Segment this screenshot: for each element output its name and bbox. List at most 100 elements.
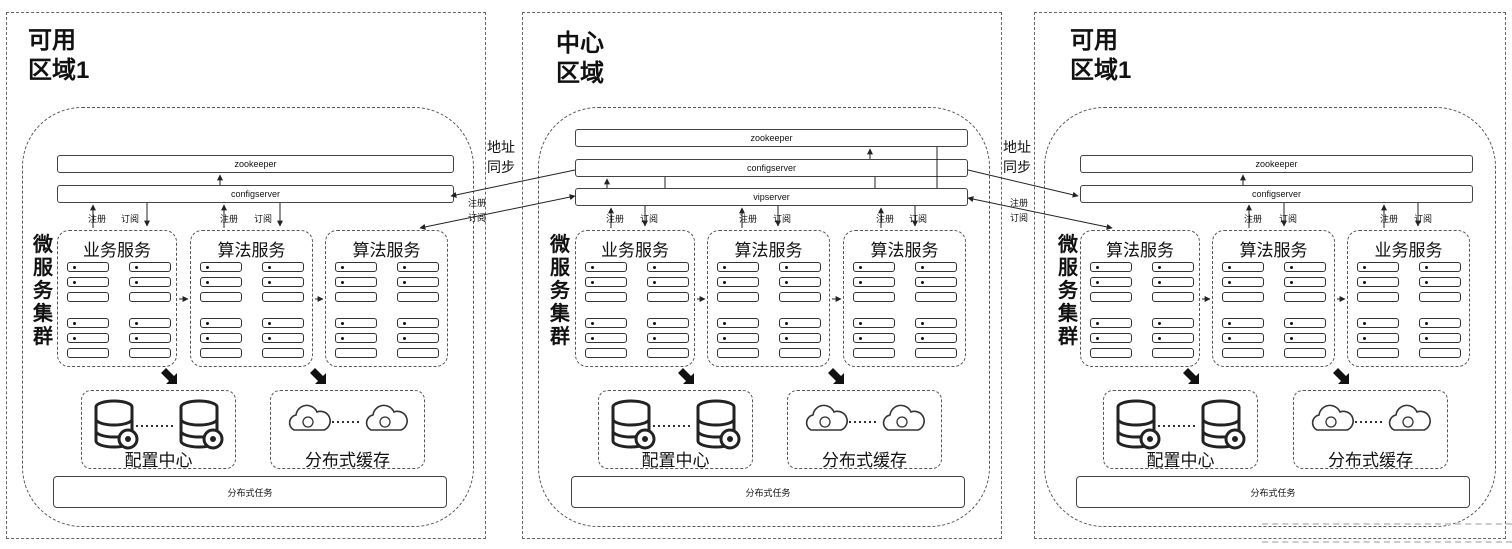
server-rack-icon (129, 333, 171, 343)
zone-right-title: 可用 区域1 (1070, 27, 1132, 84)
zone-center-zookeeper-bar: zookeeper (575, 129, 968, 147)
zone-right-cluster (1044, 107, 1496, 527)
server-rack-icon (335, 292, 377, 302)
server-rack-icon (262, 333, 304, 343)
zone-center-service-3 (843, 230, 966, 367)
server-rack-icon (129, 292, 171, 302)
zone-left-service-2 (190, 230, 313, 367)
zone-left-cluster-label: 微服务集群 (33, 234, 53, 348)
zone-right-service-1 (1080, 230, 1200, 367)
server-rack-icon (1152, 292, 1194, 302)
server-rack-icon (67, 333, 109, 343)
server-rack-icon (853, 277, 895, 287)
sync-label-right: 地址 同步 (1003, 139, 1031, 175)
server-rack-icon (67, 348, 109, 358)
server-rack-icon (585, 333, 627, 343)
server-rack-icon (200, 333, 242, 343)
server-rack-icon (1357, 333, 1399, 343)
server-rack-icon (585, 292, 627, 302)
server-rack-icon (1152, 333, 1194, 343)
server-rack-icon (585, 348, 627, 358)
zone-left-config-center-label: 配置中心 (124, 451, 193, 470)
server-rack-icon (335, 348, 377, 358)
server-rack-icon (335, 277, 377, 287)
server-rack-icon (1419, 333, 1461, 343)
zone-left-zookeeper-bar: zookeeper (57, 155, 454, 173)
server-rack-icon (1090, 333, 1132, 343)
zone-right (1034, 12, 1506, 539)
zone-right-service-3 (1347, 230, 1470, 367)
server-rack-icon (915, 262, 957, 272)
server-rack-icon (262, 262, 304, 272)
zone-right-register-label: 注册 (1244, 214, 1263, 224)
zone-left (6, 12, 486, 539)
zone-left-cluster (22, 107, 474, 527)
zone-left-register-label-2: 注册 (220, 214, 239, 224)
server-rack-icon (585, 277, 627, 287)
server-rack-icon (853, 318, 895, 328)
zone-left-service-2-label: 算法服务 (217, 241, 286, 260)
server-rack-icon (915, 333, 957, 343)
server-rack-icon (1284, 333, 1326, 343)
zone-right-subscribe-label-2: 订阅 (1414, 214, 1433, 224)
server-rack-icon (397, 318, 439, 328)
zone-right-cluster-label: 微服务集群 (1058, 234, 1078, 348)
zone-right-register-label-2: 注册 (1380, 214, 1399, 224)
server-rack-icon (397, 333, 439, 343)
server-rack-icon (335, 333, 377, 343)
server-rack-icon (129, 277, 171, 287)
server-rack-icon (262, 348, 304, 358)
zone-center-service-1 (575, 230, 695, 367)
server-rack-icon (397, 348, 439, 358)
server-rack-icon (200, 262, 242, 272)
server-rack-icon (853, 333, 895, 343)
server-rack-icon (397, 292, 439, 302)
server-rack-icon (1419, 348, 1461, 358)
zone-center-service-3-label: 算法服务 (870, 241, 939, 260)
zone-right-cache-label: 分布式缓存 (1328, 451, 1413, 470)
server-rack-icon (647, 262, 689, 272)
server-rack-icon (1357, 348, 1399, 358)
server-rack-icon (129, 348, 171, 358)
server-rack-icon (717, 348, 759, 358)
zone-left-cache-label: 分布式缓存 (305, 451, 390, 470)
server-rack-icon (200, 318, 242, 328)
server-rack-icon (717, 318, 759, 328)
server-rack-icon (1357, 277, 1399, 287)
server-rack-icon (262, 292, 304, 302)
server-rack-icon (262, 277, 304, 287)
server-rack-icon (779, 318, 821, 328)
server-rack-icon (1357, 318, 1399, 328)
zone-center-configserver-bar: configserver (575, 159, 968, 177)
server-rack-icon (1284, 318, 1326, 328)
server-rack-icon (779, 348, 821, 358)
server-rack-icon (1419, 277, 1461, 287)
zone-center-register-label-3: 注册 (876, 214, 895, 224)
server-rack-icon (779, 262, 821, 272)
cross-subscribe-label-left: 订阅 (468, 213, 487, 223)
zone-center (522, 12, 1002, 539)
cross-register-label-left: 注册 (468, 198, 487, 208)
zone-left-service-1-label: 业务服务 (83, 241, 151, 260)
server-rack-icon (1090, 318, 1132, 328)
zone-right-service-3-label: 业务服务 (1374, 241, 1443, 260)
server-rack-icon (779, 333, 821, 343)
server-rack-icon (67, 262, 109, 272)
server-rack-icon (1090, 277, 1132, 287)
server-rack-icon (915, 292, 957, 302)
server-rack-icon (853, 292, 895, 302)
server-rack-icon (200, 292, 242, 302)
zone-center-subscribe-label: 订阅 (640, 214, 659, 224)
zone-center-cache (787, 390, 942, 469)
dashed-decoration (1262, 519, 1512, 549)
server-rack-icon (1419, 262, 1461, 272)
zone-left-service-3 (325, 230, 448, 367)
zone-right-subscribe-label: 订阅 (1279, 214, 1298, 224)
server-rack-icon (335, 318, 377, 328)
zone-center-config-center-label: 配置中心 (641, 451, 710, 470)
zone-center-config-center (598, 390, 753, 469)
zone-center-subscribe-label-2: 订阅 (773, 214, 792, 224)
server-rack-icon (200, 277, 242, 287)
zone-left-configserver-bar: configserver (57, 185, 454, 203)
server-rack-icon (397, 262, 439, 272)
